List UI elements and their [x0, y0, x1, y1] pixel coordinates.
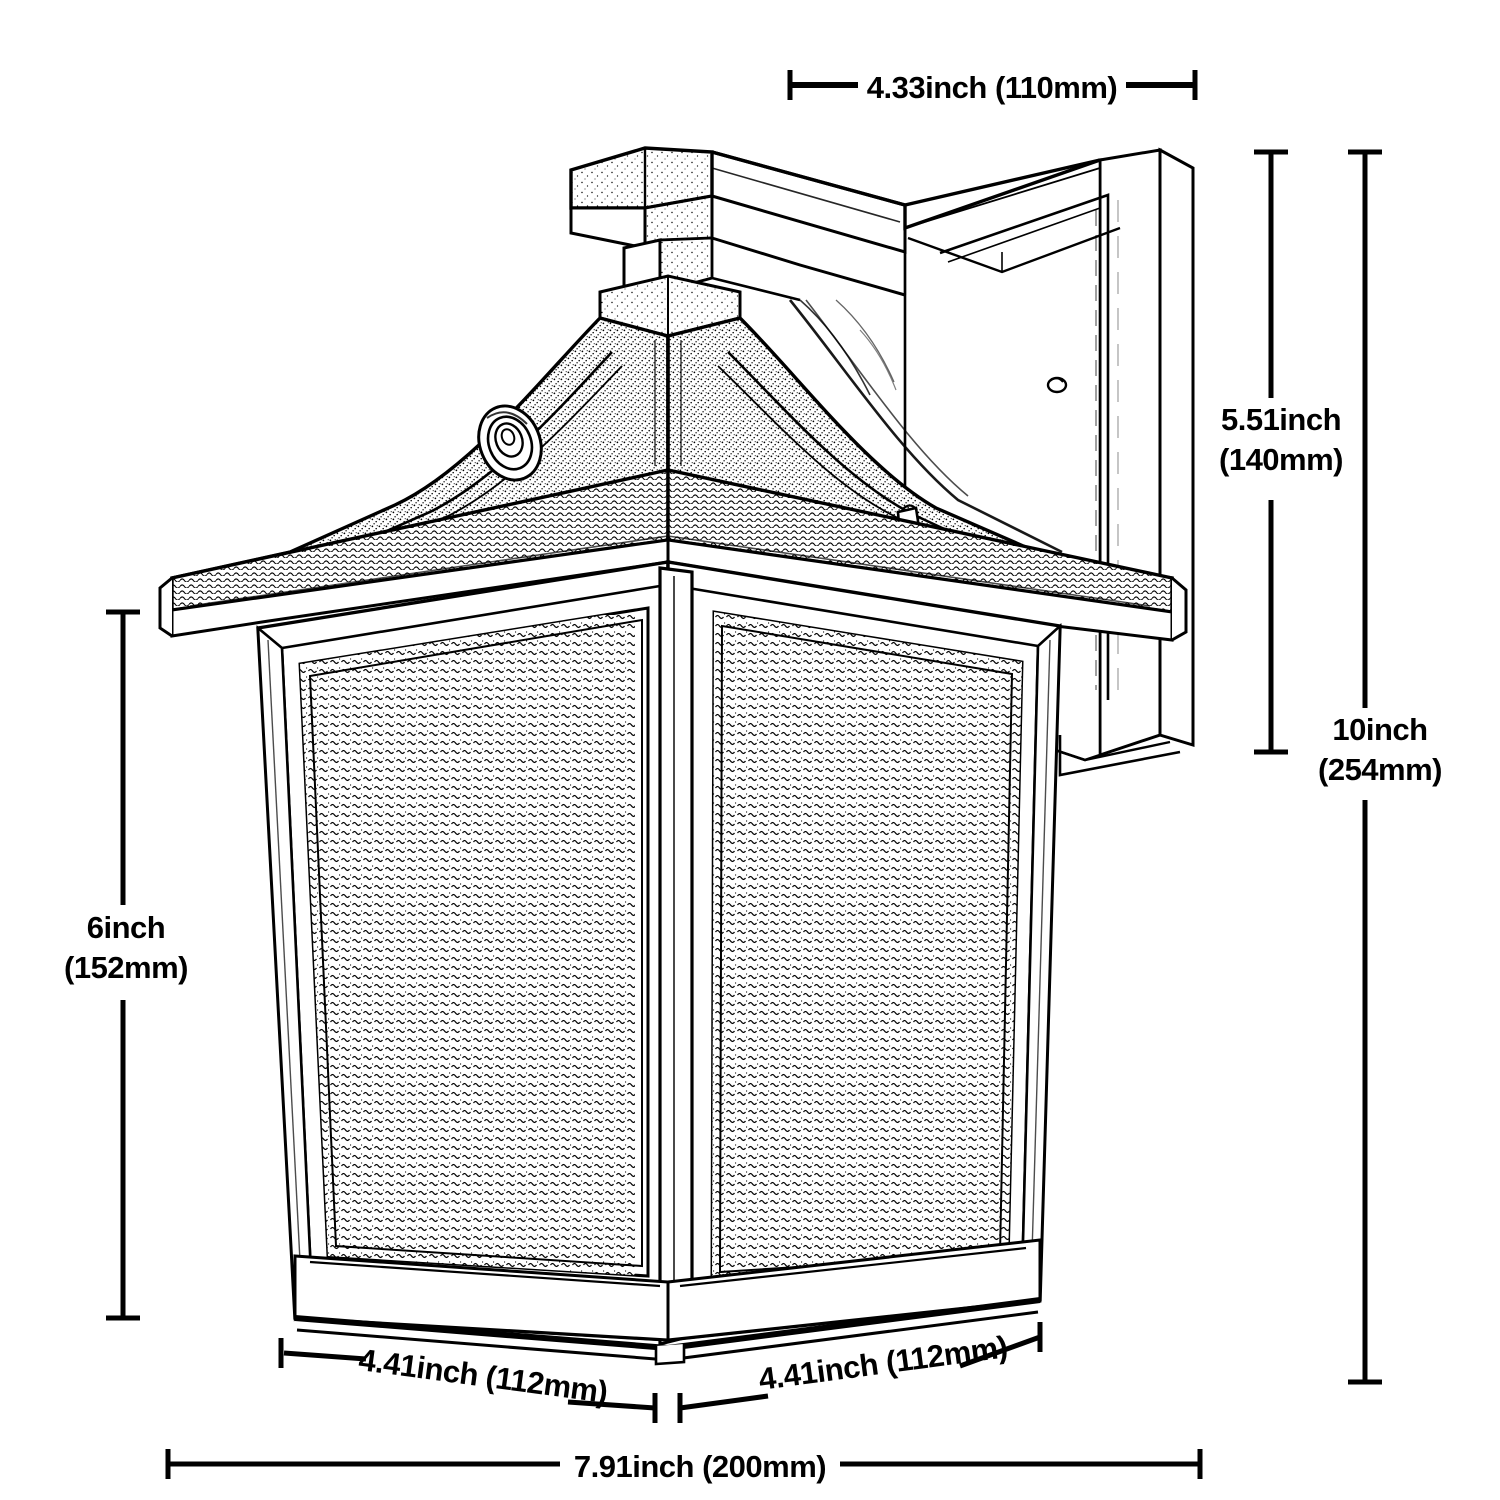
- glass-panel-right: [710, 610, 1024, 1284]
- dimension-upper-height-label-line1: 5.51inch: [1220, 402, 1342, 437]
- dimension-bottom-left-face: [278, 1338, 658, 1423]
- dimension-top-width: [787, 70, 1198, 100]
- dimension-body-height-label-line2: (152mm): [64, 950, 189, 986]
- dimension-body-height-label-line1: 6inch: [86, 910, 166, 945]
- dimension-overall-height-label-line1: 10inch: [1332, 712, 1428, 747]
- screw-detail: [1046, 376, 1068, 394]
- dimension-bottom-right-face: [677, 1322, 1043, 1423]
- base-skirt: [293, 1238, 1042, 1366]
- dimension-top-width-label: 4.33inch (110mm): [866, 70, 1118, 105]
- dimension-upper-height-label-line2: (140mm): [1219, 442, 1344, 478]
- dimension-upper-height-label: 5.51inch (140mm): [1206, 400, 1356, 481]
- lantern-body: [256, 559, 1062, 1347]
- mounting-arm: [569, 146, 1121, 396]
- dimension-overall-width-label: 7.91inch (200mm): [573, 1449, 827, 1484]
- roof-eave: [158, 467, 1188, 642]
- dimension-body-height-label: 6inch (152mm): [46, 908, 206, 989]
- dimension-upper-height: [1254, 149, 1288, 755]
- dimension-overall-height-label-line2: (254mm): [1318, 752, 1443, 788]
- glass-panel-left: [298, 606, 650, 1278]
- dimension-overall-width: [165, 1449, 1203, 1479]
- rosette-ornament: [477, 404, 543, 482]
- dimension-body-height: [106, 609, 140, 1321]
- dimension-overall-height: [1348, 149, 1382, 1385]
- dimension-overall-height-label: 10inch (254mm): [1300, 710, 1460, 791]
